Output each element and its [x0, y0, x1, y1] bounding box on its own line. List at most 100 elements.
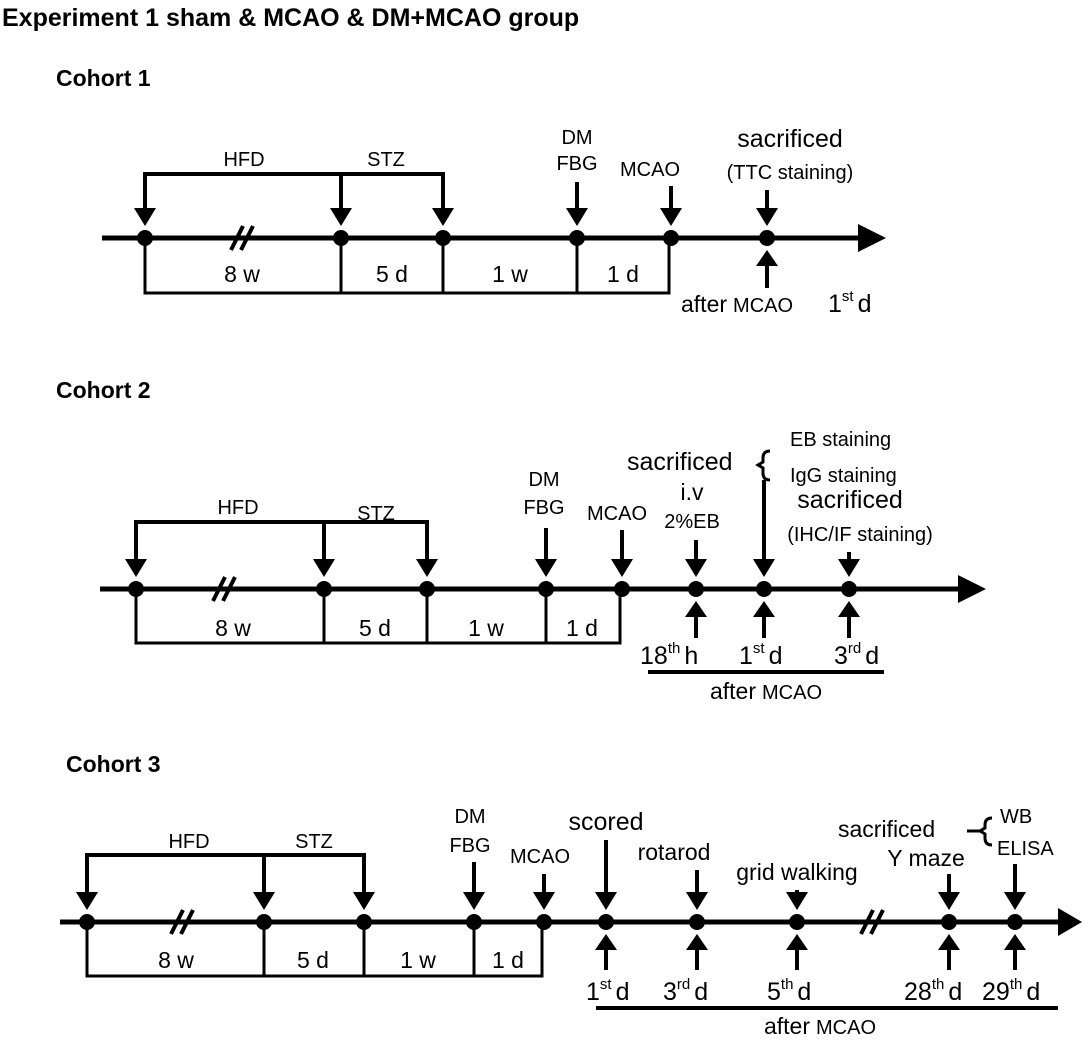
y-maze-label: Y maze: [887, 845, 965, 871]
hfd-stz-bracket: [143, 172, 445, 212]
arrow-down-icon: [533, 892, 555, 910]
arrow-down-icon: [611, 559, 633, 577]
interval-box: [134, 589, 622, 645]
arrow-down-icon: [938, 892, 960, 910]
sacrificed-label: sacrificed: [627, 448, 733, 476]
arrow-up-icon: [595, 934, 617, 950]
interval-label: 1 w: [400, 947, 436, 973]
arrow-down-icon: [685, 559, 707, 577]
arrow-up-icon: [938, 934, 960, 950]
cohort-3-title: Cohort 3: [66, 751, 161, 777]
axis-break-icon: [211, 576, 227, 602]
interval-label: 1 d: [492, 947, 524, 973]
timepoint-dot: [598, 914, 614, 930]
interval-label: 8 w: [215, 615, 251, 641]
arrow-down-icon: [753, 559, 775, 577]
figure-title: Experiment 1 sham & MCAO & DM+MCAO group: [2, 4, 579, 32]
arrow-up-icon: [838, 601, 860, 617]
arrow-down-icon: [416, 559, 438, 577]
hfd-label: HFD: [168, 831, 209, 853]
grid-walking-label: grid walking: [736, 859, 857, 885]
dm-label: DM: [561, 127, 592, 149]
arrow-down-icon: [125, 559, 147, 577]
cohort-1: Cohort 1 HFD STZ DM FBG MCAO sacrificed …: [56, 65, 886, 318]
hfd-stz-bracket: [85, 853, 366, 896]
axis-break-icon: [859, 909, 875, 935]
arrow-up-icon: [756, 250, 778, 266]
arrow-down-icon: [463, 892, 485, 910]
interval-label: 1 d: [607, 261, 639, 287]
stz-label: STZ: [357, 503, 395, 525]
arrow-down-icon: [76, 892, 98, 910]
interval-label: 8 w: [224, 261, 260, 287]
igg-staining-label: IgG staining: [790, 465, 897, 487]
arrow-right-icon: [858, 224, 886, 252]
timepoint-dot: [536, 914, 552, 930]
sacrificed-label: sacrificed: [797, 486, 903, 514]
fbg-label: FBG: [523, 497, 564, 519]
interval-box: [143, 238, 671, 295]
eb-label: 2%EB: [664, 511, 720, 533]
arrow-right-icon: [1058, 908, 1082, 936]
arrow-down-icon: [595, 892, 617, 910]
stz-label: STZ: [367, 149, 405, 171]
interval-label: 5 d: [297, 947, 329, 973]
interval-label: 1 w: [468, 615, 504, 641]
arrow-down-icon: [660, 208, 682, 226]
hfd-label: HFD: [217, 497, 258, 519]
dm-label: DM: [528, 469, 559, 491]
timepoint-dot: [941, 914, 957, 930]
ttc-staining-label: (TTC staining): [727, 162, 854, 184]
brace-icon: [755, 449, 771, 482]
timepoint-dot: [688, 581, 704, 597]
arrow-down-icon: [432, 208, 454, 226]
interval-label: 1 w: [492, 261, 528, 287]
arrow-down-icon: [1004, 892, 1026, 910]
timepoint-dot: [1007, 914, 1023, 930]
fbg-label: FBG: [556, 153, 597, 175]
arrow-down-icon: [313, 559, 335, 577]
arrow-up-icon: [1004, 934, 1026, 950]
timepoint-dot: [756, 581, 772, 597]
interval-label: 1 d: [566, 615, 598, 641]
ihc-staining-label: (IHC/IF staining): [787, 524, 933, 546]
stz-label: STZ: [295, 831, 333, 853]
cohort-2-title: Cohort 2: [56, 377, 151, 403]
arrow-up-icon: [686, 934, 708, 950]
cohort-2: Cohort 2 HFD STZ DM FBG MCAO sacrificed …: [56, 377, 986, 704]
mcao-label: MCAO: [510, 846, 570, 868]
wb-label: WB: [1000, 806, 1032, 828]
cohort-3: Cohort 3 HFD STZ DM FBG MCAO scored rota…: [60, 751, 1082, 1039]
arrow-up-icon: [685, 601, 707, 617]
arrow-right-icon: [958, 575, 986, 603]
interval-label: 8 w: [158, 947, 194, 973]
arrow-down-icon: [353, 892, 375, 910]
arrow-down-icon: [134, 208, 156, 226]
arrow-down-icon: [253, 892, 275, 910]
axis-break-icon: [229, 225, 245, 251]
interval-box: [85, 922, 544, 978]
interval-label: 5 d: [376, 261, 408, 287]
timepoint-dot: [789, 914, 805, 930]
timepoint-dot: [759, 230, 775, 246]
interval-label: 5 d: [359, 615, 391, 641]
timepoint-dot: [614, 581, 630, 597]
fbg-label: FBG: [449, 835, 490, 857]
elisa-label: ELISA: [997, 838, 1054, 860]
brace-icon: [977, 816, 993, 847]
sacrificed-label: sacrificed: [838, 816, 935, 842]
iv-label: i.v: [681, 479, 705, 505]
cohort-1-title: Cohort 1: [56, 65, 151, 91]
arrow-down-icon: [786, 892, 808, 910]
